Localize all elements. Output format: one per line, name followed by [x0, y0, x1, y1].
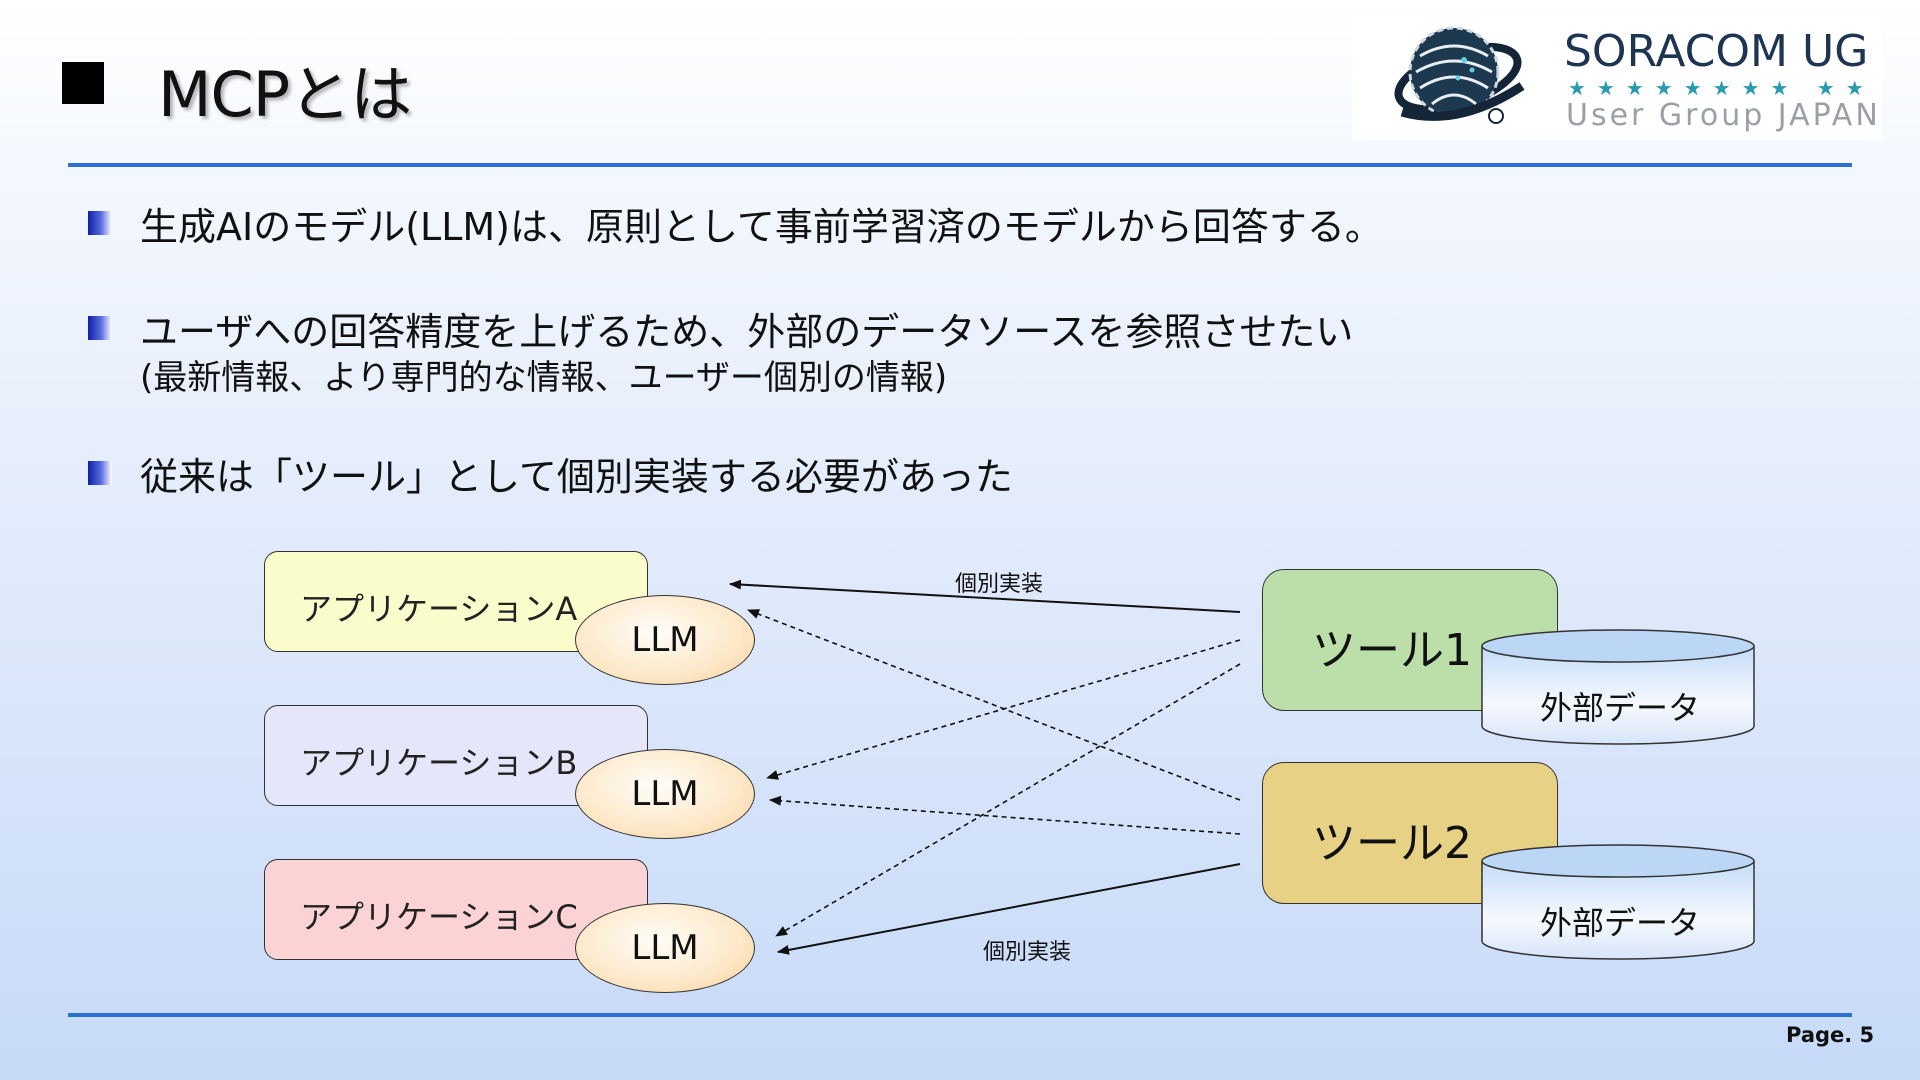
llm-ellipse-b: LLM: [575, 749, 755, 839]
connector-tool2-llm-a: [747, 609, 1241, 801]
llm-ellipse-a: LLM: [575, 595, 755, 685]
bullet-text-3: 従来は「ツール」として個別実装する必要があった: [140, 455, 1013, 499]
bullet-marker: [88, 461, 112, 485]
bullet-subtext-2: (最新情報、より専門的な情報、ユーザー個別の情報): [140, 358, 948, 398]
footer-rule: [68, 1013, 1852, 1017]
application-label-c: アプリケーションC: [300, 898, 578, 936]
llm-ellipse-c: LLM: [575, 903, 755, 993]
connector-tool1-llm-c: [775, 663, 1241, 937]
tool-label-2: ツール2: [1312, 818, 1472, 869]
logo-stars: ★★★★★★★★ ★★: [1568, 76, 1875, 100]
bullet-text-1: 生成AIのモデル(LLM)は、原則として事前学習済のモデルから回答する。: [140, 205, 1383, 249]
soracom-ug-logo: SORACOM UG ★★★★★★★★ ★★ User Group JAPAN: [1352, 16, 1882, 140]
edge-label-individual-bottom: 個別実装: [983, 940, 1072, 965]
logo-subtitle: User Group JAPAN: [1566, 98, 1881, 133]
bullet-text-2: ユーザへの回答精度を上げるため、外部のデータソースを参照させたい: [140, 310, 1354, 354]
external-data-cylinder-2: [1481, 844, 1755, 960]
connector-tool1-llm-a: [729, 579, 1241, 613]
connector-tool1-llm-b: [766, 639, 1241, 780]
planet-logo-icon: [1394, 26, 1525, 124]
external-data-label-2: 外部データ: [1540, 904, 1701, 942]
page-number: Page. 5: [1786, 1023, 1875, 1047]
edge-label-individual-top: 個別実装: [955, 572, 1044, 597]
external-data-label-1: 外部データ: [1540, 689, 1701, 727]
external-data-cylinder-1: [1481, 629, 1755, 745]
title-square-marker: [62, 62, 104, 104]
tool-label-1: ツール1: [1312, 625, 1472, 676]
bullet-marker: [88, 316, 112, 340]
connector-tool2-llm-b: [769, 795, 1241, 835]
logo-name: SORACOM UG: [1564, 26, 1869, 77]
application-label-a: アプリケーションA: [300, 590, 578, 628]
slide-title: MCPとは: [158, 58, 412, 131]
application-label-b: アプリケーションB: [300, 744, 578, 782]
header-rule: [68, 163, 1852, 167]
connector-tool2-llm-c: [777, 863, 1241, 955]
bullet-marker: [88, 211, 112, 235]
